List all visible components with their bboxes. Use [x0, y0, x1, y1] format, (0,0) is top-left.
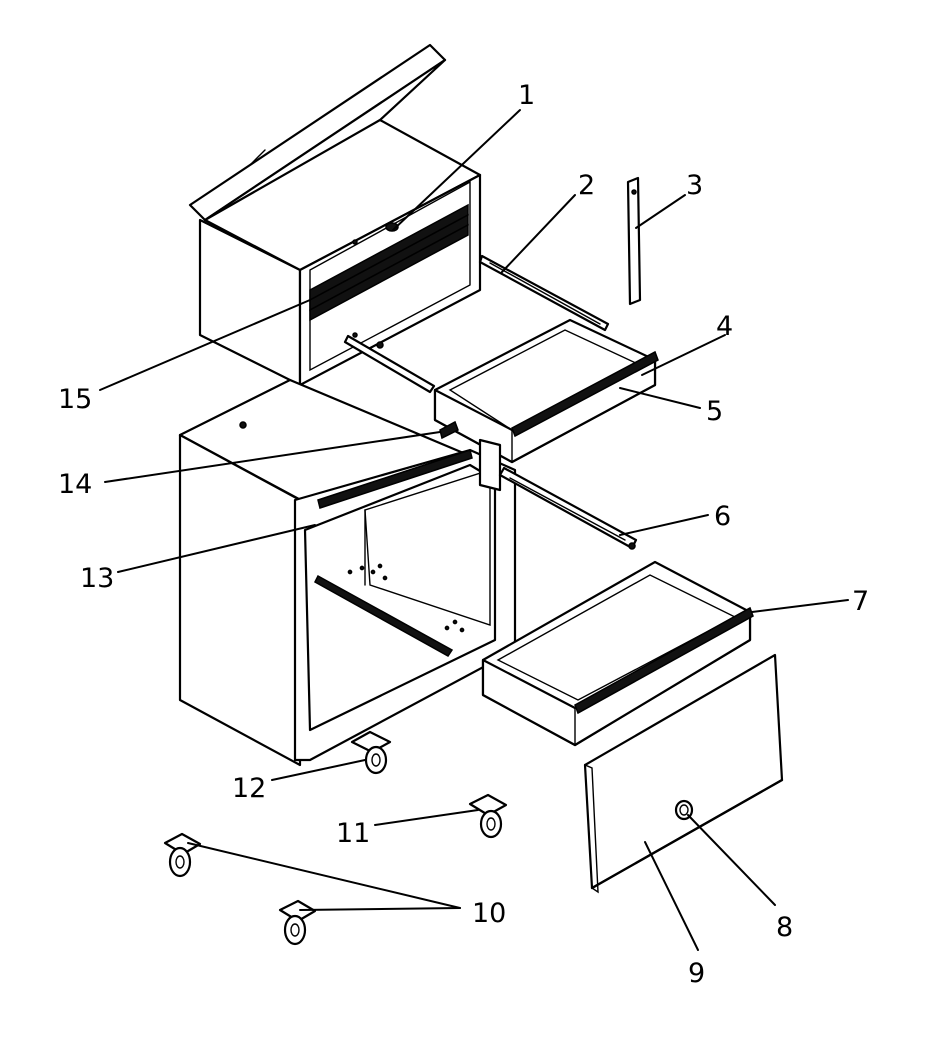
base-cabinet — [178, 378, 517, 767]
lower-drawer — [481, 560, 754, 747]
caster-10b — [278, 899, 317, 946]
door-panel — [583, 653, 784, 894]
callout-7: 7 — [852, 586, 869, 617]
callout-15: 15 — [58, 384, 92, 415]
caster-12 — [350, 730, 392, 775]
drawer-slide-lower — [498, 466, 638, 550]
callout-3: 3 — [686, 170, 703, 201]
caster-10a — [163, 832, 202, 878]
callout-5: 5 — [706, 396, 723, 427]
callout-12: 12 — [232, 773, 266, 804]
top-chest — [188, 43, 482, 387]
callout-labels: 1 2 3 4 5 6 7 8 9 10 11 12 13 14 15 — [58, 80, 869, 989]
callout-4: 4 — [716, 311, 733, 342]
callout-8: 8 — [776, 912, 793, 943]
upper-drawer — [433, 318, 659, 464]
callout-2: 2 — [578, 170, 595, 201]
callout-1: 1 — [518, 80, 535, 111]
drawer-slide-upper-right — [478, 254, 610, 332]
callout-10: 10 — [472, 898, 506, 929]
lock-bar — [626, 176, 642, 306]
callout-13: 13 — [80, 563, 114, 594]
leader-lines — [99, 109, 849, 951]
callout-6: 6 — [714, 501, 731, 532]
callout-11: 11 — [336, 818, 370, 849]
drawer-slide-upper-left — [343, 332, 436, 394]
caster-11 — [468, 793, 508, 839]
callout-9: 9 — [688, 958, 705, 989]
callout-14: 14 — [58, 469, 92, 500]
